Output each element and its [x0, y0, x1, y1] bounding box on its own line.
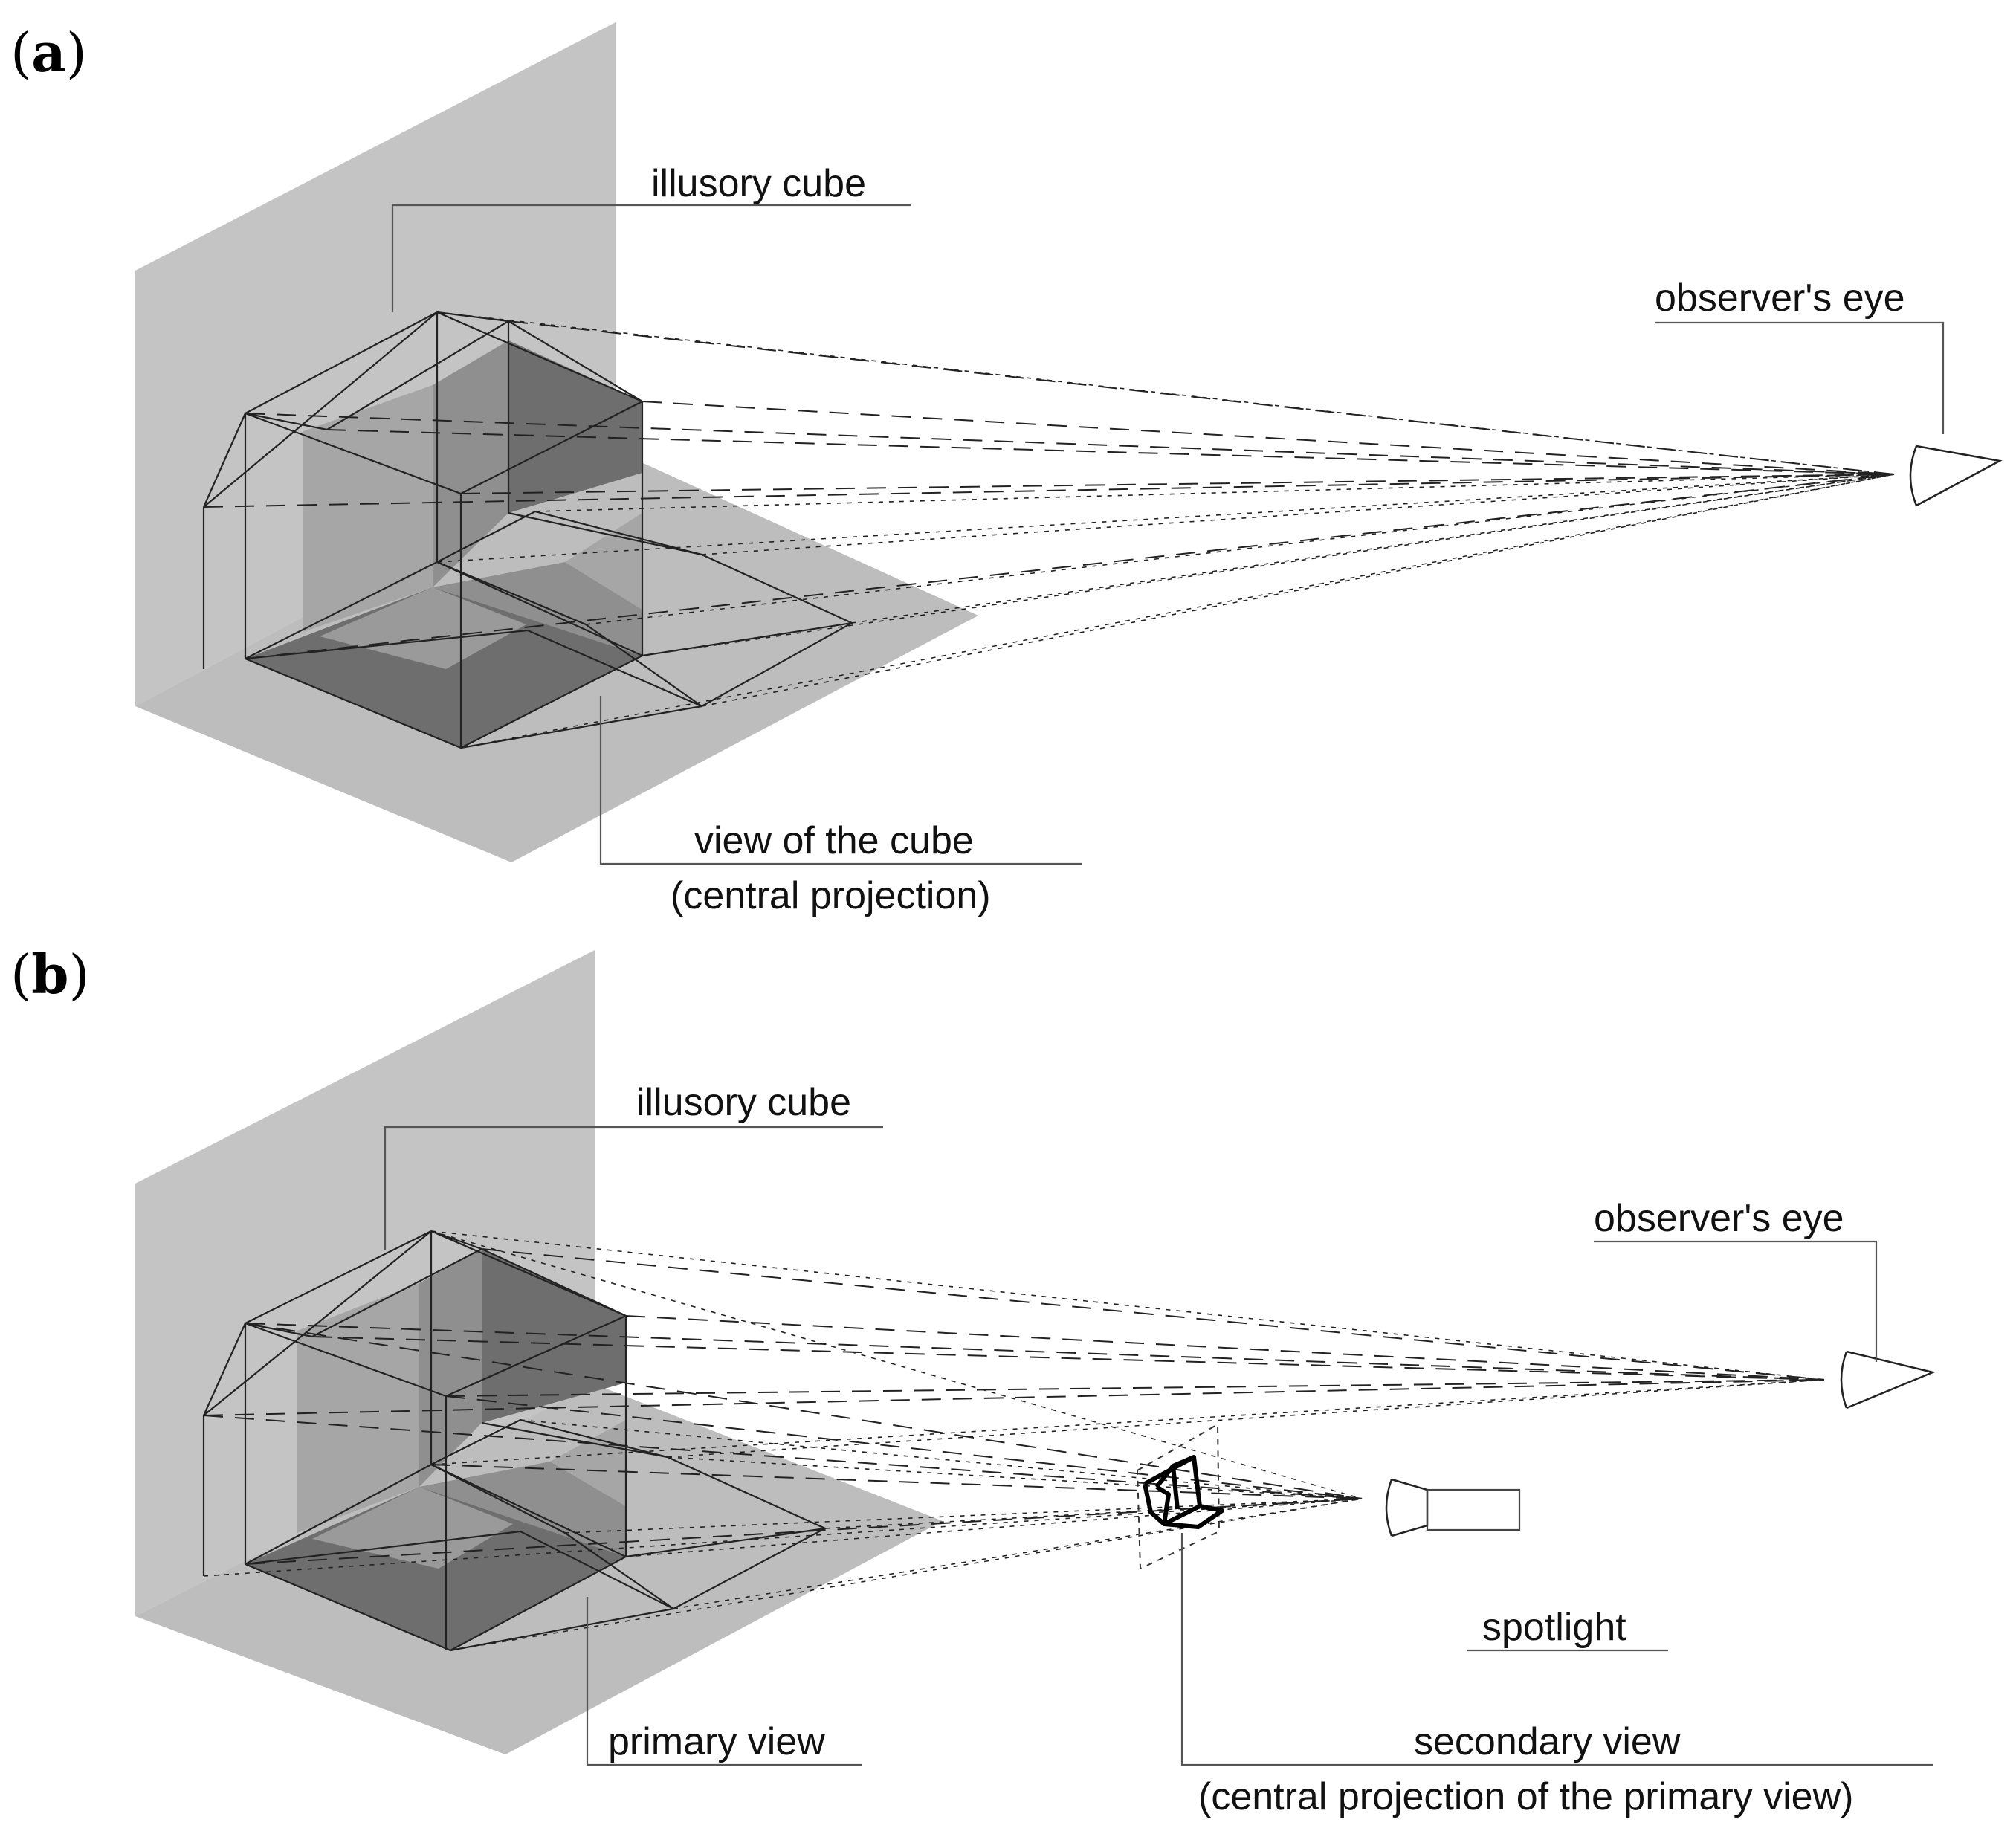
leader-observers-eye-a	[1655, 321, 1945, 434]
secondary-view-plane	[1136, 1423, 1221, 1570]
label-illusory-cube-a: illusory cube	[651, 162, 866, 205]
spotlight-icon	[1385, 1478, 1521, 1537]
cube-view-shading-a	[245, 340, 642, 748]
leader-illusory-cube-a	[391, 204, 911, 312]
eye-icon	[1909, 445, 2003, 507]
label-secondary-line2: (central projection of the primary view)	[1198, 1775, 1853, 1818]
leader-primary-view	[586, 1597, 862, 1766]
label-view-line2-a: (central projection)	[671, 874, 991, 917]
label-spotlight: spotlight	[1482, 1606, 1626, 1649]
panel-a-label: (a)	[10, 21, 87, 84]
panel-b: (b)	[10, 943, 1936, 1818]
leader-illusory-cube-b	[384, 1126, 883, 1250]
projection-rays-spot-b	[203, 1230, 1363, 1651]
label-observers-eye-a: observer's eye	[1655, 277, 1905, 320]
panel-b-label: (b)	[10, 943, 90, 1006]
label-view-line1-a: view of the cube	[694, 819, 974, 862]
secondary-view-cube	[1143, 1455, 1224, 1529]
label-observers-eye-b: observer's eye	[1594, 1197, 1844, 1240]
projection-rays-eye-b	[203, 1230, 1825, 1465]
projection-rays-a	[203, 311, 1895, 749]
label-illusory-cube-b: illusory cube	[636, 1081, 851, 1124]
leader-observers-eye-b	[1594, 1240, 1878, 1362]
leader-view-a	[599, 696, 1082, 865]
panel-a: (a)	[10, 21, 2003, 917]
wall-plane-b	[135, 950, 595, 1616]
leader-secondary-view	[1180, 1533, 1933, 1766]
label-primary-view: primary view	[608, 1720, 825, 1763]
label-secondary-line1: secondary view	[1414, 1720, 1681, 1763]
eye-icon-b	[1840, 1350, 1936, 1410]
